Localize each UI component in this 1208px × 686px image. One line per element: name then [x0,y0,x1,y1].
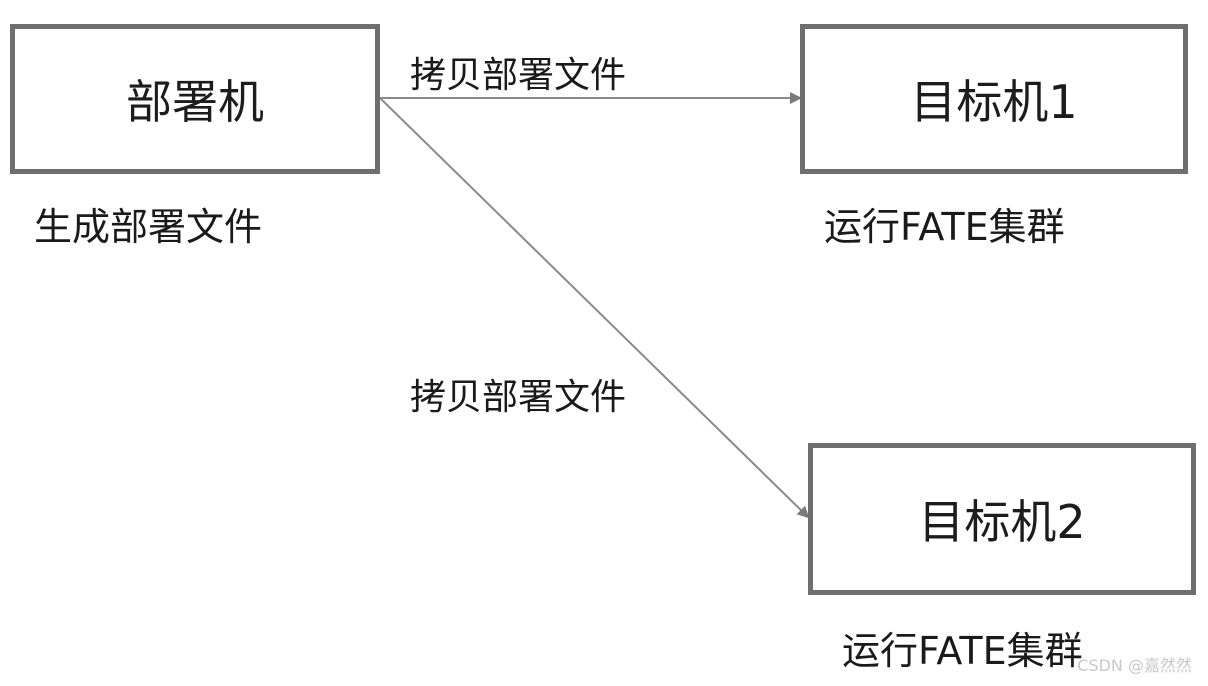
node-target-machine-1: 目标机1 [800,24,1188,174]
node-target-machine-2-label: 目标机2 [918,495,1086,549]
edge-label-to-target1: 拷贝部署文件 [410,55,627,96]
node-deploy-machine-caption: 生成部署文件 [34,205,263,249]
node-target-machine-2: 目标机2 [808,443,1196,595]
node-deploy-machine-label: 部署机 [126,75,264,129]
watermark: CSDN @嘉然然 [1077,656,1192,675]
edge-arrow-to-target2 [379,97,810,519]
edge-label-to-target2: 拷贝部署文件 [410,377,627,418]
node-target-machine-1-label: 目标机1 [910,75,1078,129]
node-target-machine-1-caption: 运行FATE集群 [824,205,1065,249]
node-deploy-machine: 部署机 [10,24,380,174]
node-target-machine-2-caption: 运行FATE集群 [842,629,1083,673]
